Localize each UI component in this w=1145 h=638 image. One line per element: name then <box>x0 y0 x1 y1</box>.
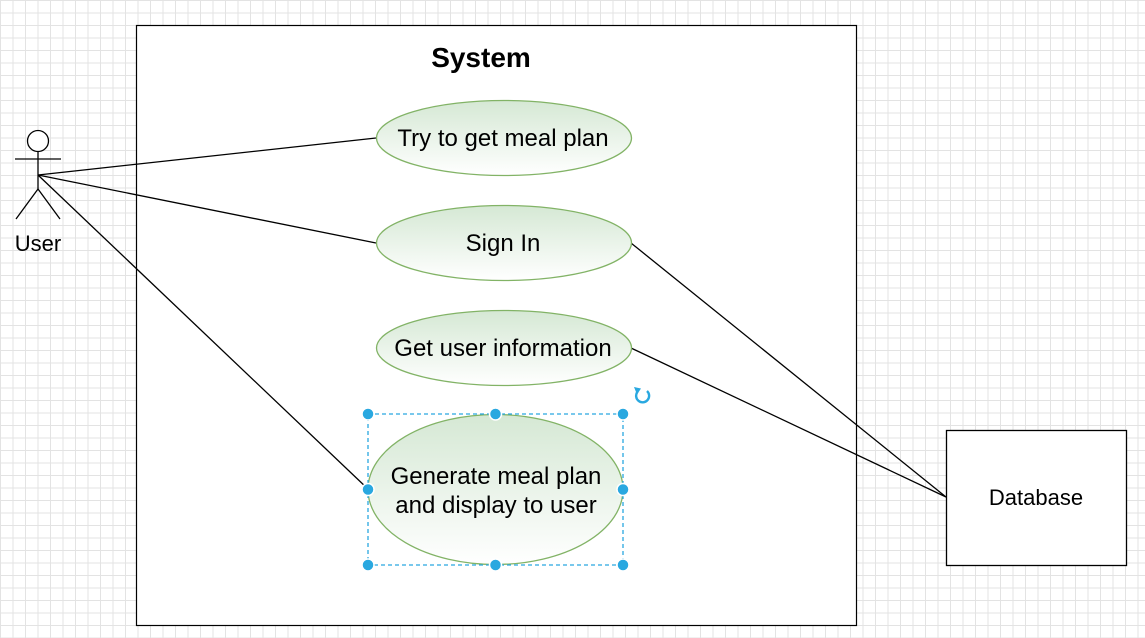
use-case-label: Try to get meal plan <box>397 125 608 152</box>
use-case-ellipse <box>375 99 633 177</box>
selection-overlay <box>361 387 651 572</box>
use-case-user-information[interactable]: Get user information <box>375 309 633 387</box>
resize-handle-bottom-right[interactable] <box>616 558 630 572</box>
actor-head <box>26 129 50 153</box>
use-case-label-line-1: Generate meal plan <box>391 463 602 490</box>
use-case-generate-meal-plan[interactable]: Generate meal plan and display to user <box>367 413 624 566</box>
resize-handle-bottom-left[interactable] <box>361 558 375 572</box>
database-label: Database <box>989 485 1083 510</box>
use-case-sign-in[interactable]: Sign In <box>375 204 633 282</box>
actor-label: User <box>15 231 61 256</box>
database-box <box>945 429 1128 567</box>
connector-user-meal-plan[interactable] <box>37 137 377 176</box>
use-case-ellipse <box>375 204 633 282</box>
actor-user[interactable] <box>15 129 61 220</box>
use-case-label: Sign In <box>466 230 541 257</box>
rotate-handle-icon[interactable] <box>634 387 651 404</box>
use-case-label: Get user information <box>394 335 611 362</box>
resize-handle-top-left[interactable] <box>361 407 375 421</box>
use-case-ellipse <box>375 309 633 387</box>
connector-sign-in-database[interactable] <box>630 242 947 498</box>
resize-handle-right[interactable] <box>616 482 630 497</box>
connectors <box>37 137 947 498</box>
use-case-meal-plan[interactable]: Try to get meal plan <box>375 99 633 177</box>
resize-handle-left[interactable] <box>361 482 375 497</box>
system-title: System <box>431 42 531 73</box>
connector-user-info-database[interactable] <box>630 347 947 498</box>
resize-handle-top-right[interactable] <box>616 407 630 421</box>
connector-user-sign-in[interactable] <box>37 174 377 244</box>
connector-user-generate[interactable] <box>37 174 369 490</box>
resize-handle-bottom[interactable] <box>488 558 503 572</box>
resize-handle-top[interactable] <box>488 407 503 421</box>
database-node[interactable]: Database <box>945 429 1128 567</box>
actor-left-leg <box>15 188 39 220</box>
actor-right-leg <box>37 188 61 220</box>
use-case-label-line-2: and display to user <box>395 492 596 519</box>
